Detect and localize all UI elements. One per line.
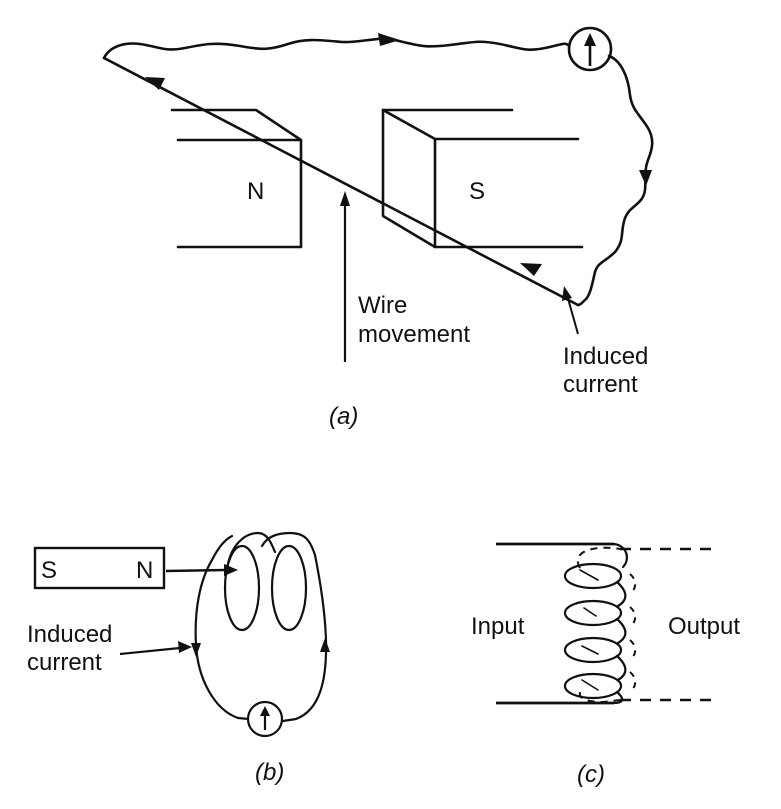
induced-current-pointer-a [562,286,579,335]
primary-coil [563,542,629,705]
conductor-wire [102,56,580,307]
panel-a: Wire movement N S Induced current (a) [102,26,654,430]
wire-movement-label-line1: Wire [358,292,407,319]
caption-c: (c) [577,761,605,788]
induced-current-label-b-line1: Induced [27,621,112,648]
bar-magnet [33,546,166,590]
induced-current-pointer-b [178,641,192,653]
current-arrow-top [378,33,400,46]
wire-movement-label-line2: movement [358,321,470,348]
panel-c: Input Output (c) [471,542,740,788]
output-label: Output [668,613,740,640]
south-pole-label: S [469,178,485,205]
current-arrow-up [320,638,330,652]
coil-loop-1 [223,544,261,632]
current-arrow-right [639,170,652,186]
current-arrow-left [145,77,165,90]
caption-b: (b) [255,759,284,786]
induced-current-label-a-line1: Induced [563,343,648,370]
return-wire-right [576,54,654,307]
galvanometer-b [246,700,284,738]
coil-circuit [194,531,328,723]
south-magnet [381,108,584,249]
panel-b: S N Induced current (b) [27,531,330,786]
coil-loop-2 [270,544,308,632]
induced-current-label-b-line2: current [27,649,102,676]
bar-magnet-south-label: S [41,557,57,584]
return-wire-top [102,37,570,60]
north-magnet [170,108,303,249]
current-arrow-lower [520,263,542,276]
induced-current-label-a-line2: current [563,371,638,398]
current-arrow-down [191,643,201,657]
caption-a: (a) [329,403,358,430]
galvanometer-a [567,26,613,72]
secondary-coil [576,546,637,704]
input-label: Input [471,613,525,640]
wire-movement-arrow [340,191,350,362]
bar-magnet-north-label: N [136,557,153,584]
north-pole-label: N [247,178,264,205]
